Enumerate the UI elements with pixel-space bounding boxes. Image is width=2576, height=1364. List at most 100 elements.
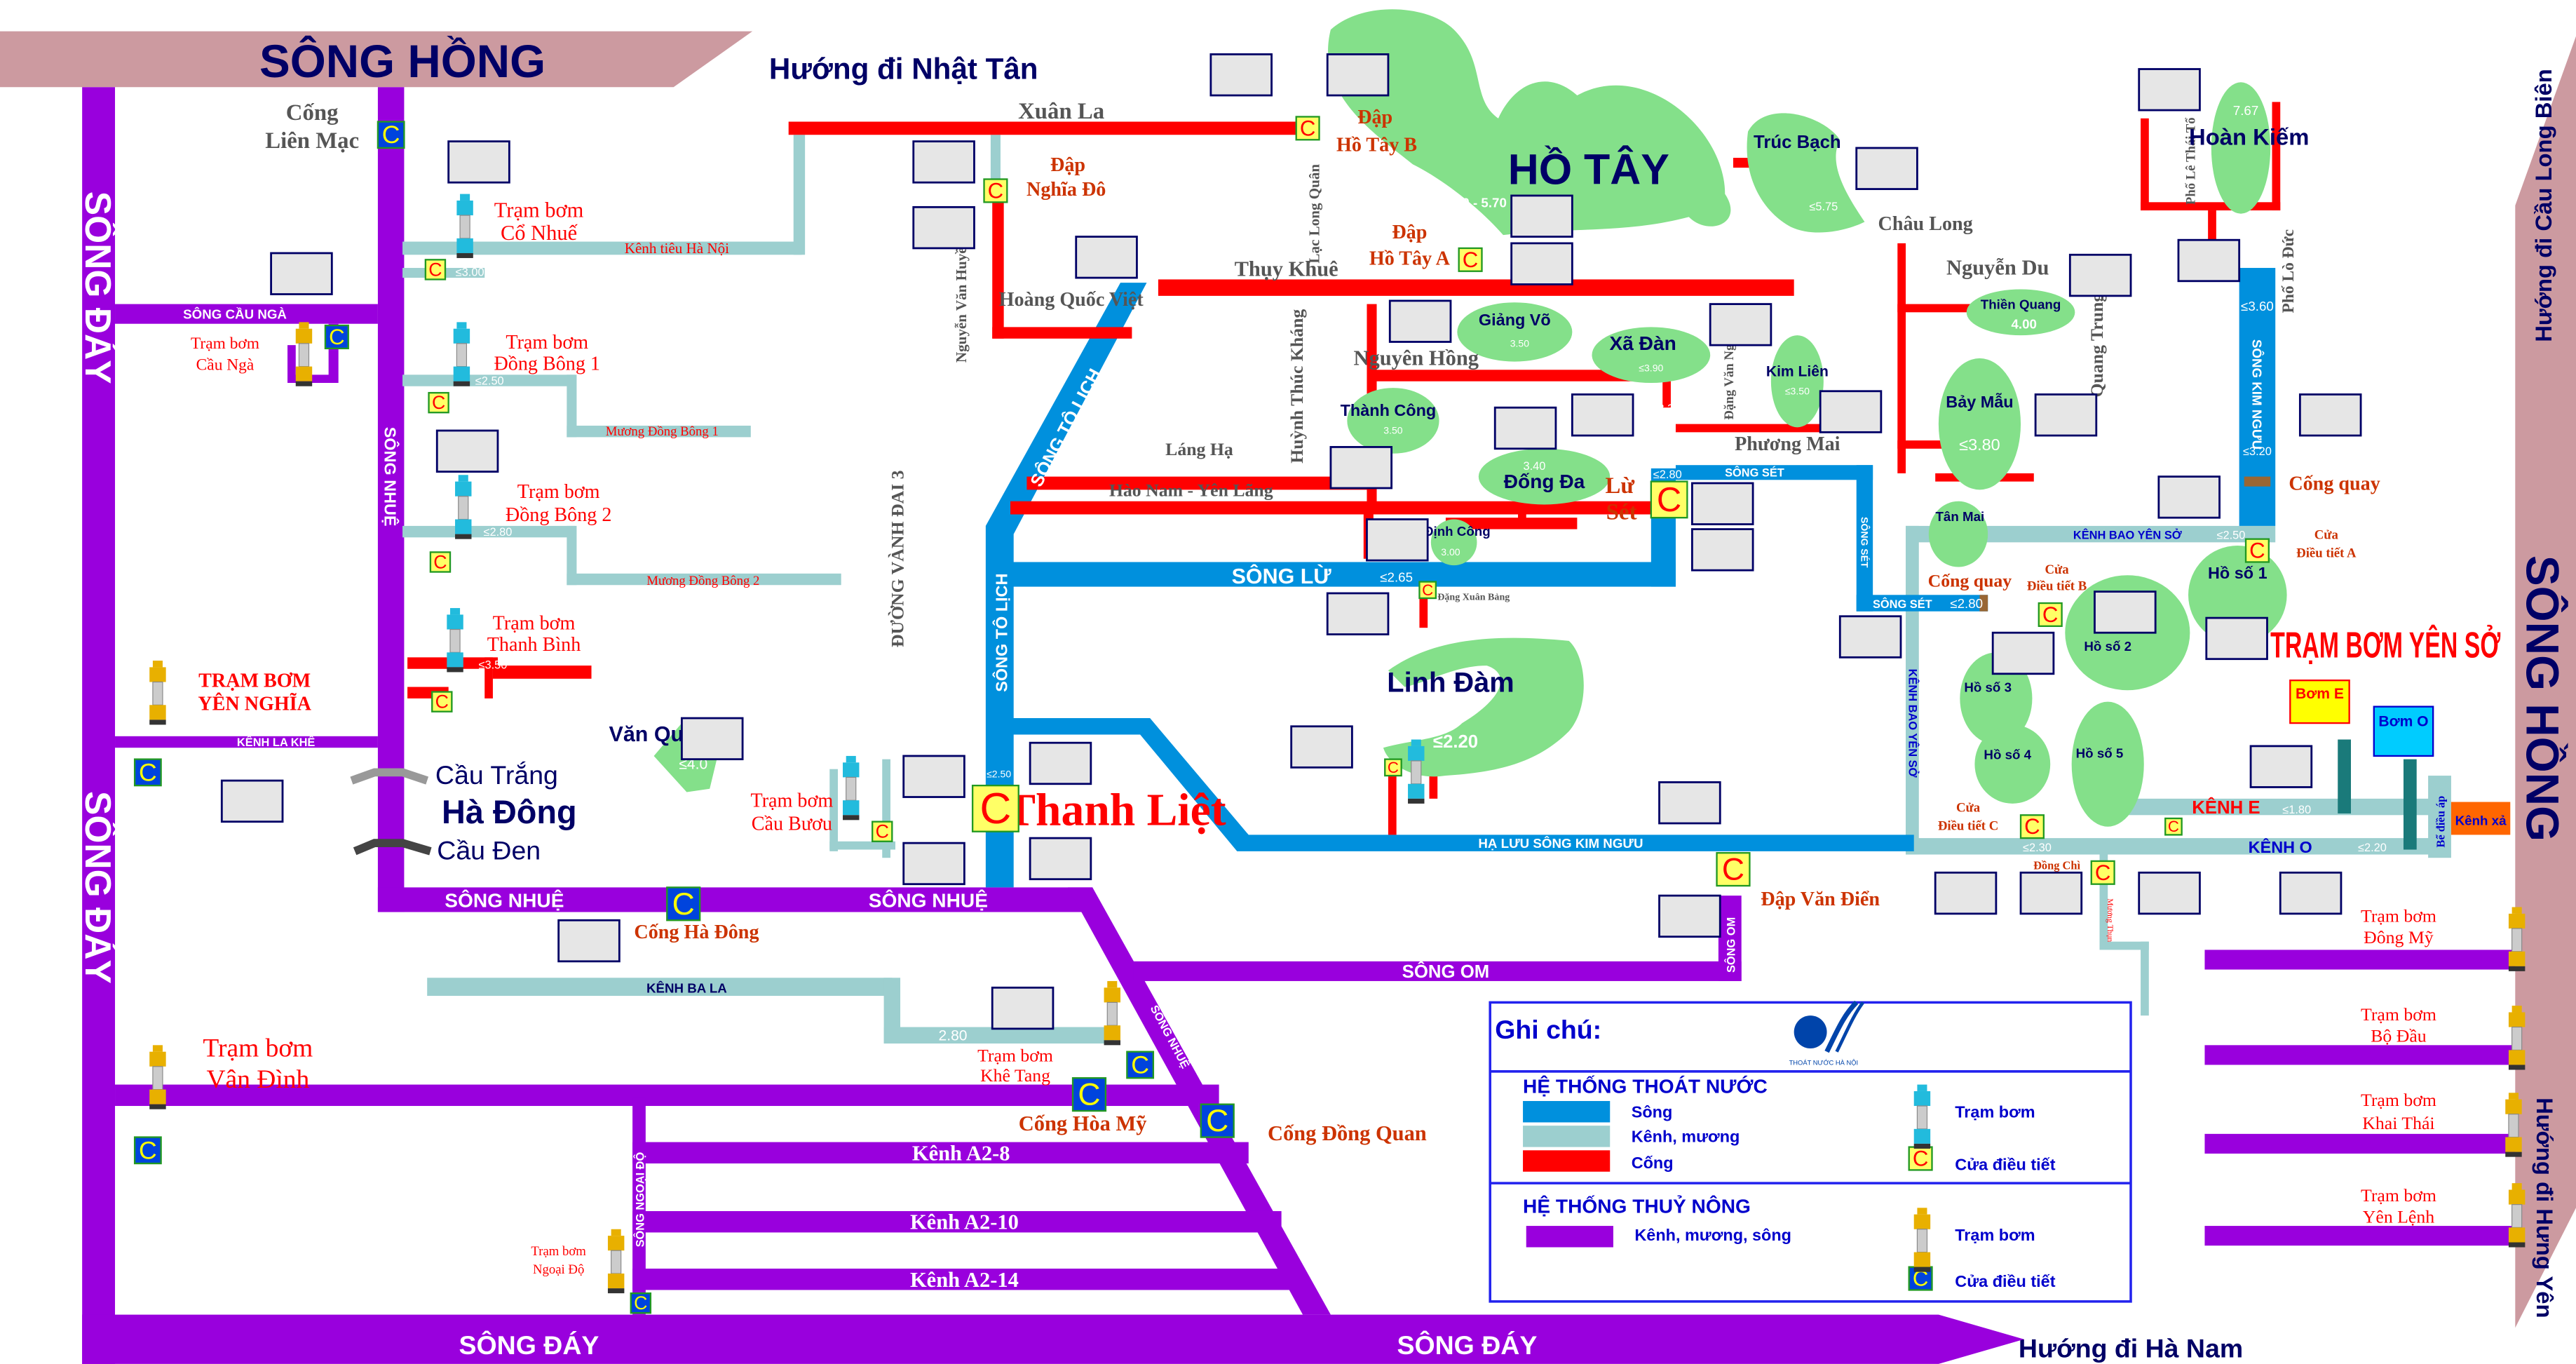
drainage-pump-icon[interactable] bbox=[447, 608, 463, 673]
drainage-gate-icon[interactable]: C bbox=[431, 691, 453, 713]
lake-label-hoan-kiem: Hoàn Kiếm bbox=[2189, 123, 2309, 149]
drainage-pump-icon[interactable] bbox=[455, 475, 472, 539]
tb-dong-bong1-1: Trạm bơm bbox=[506, 332, 588, 353]
drainage-gate-icon[interactable]: C bbox=[2244, 538, 2270, 563]
info-box-placeholder bbox=[1029, 741, 1092, 785]
gate-letter: C bbox=[1422, 581, 1433, 599]
tb-dong-my-1: Trạm bơm bbox=[2361, 906, 2436, 926]
irrigation-pump-icon[interactable] bbox=[295, 322, 313, 386]
label-song-om: SÔNG OM bbox=[1402, 961, 1490, 982]
lake-dinh-cong bbox=[1430, 519, 1477, 566]
irrigation-gate-icon[interactable]: C bbox=[630, 1292, 652, 1314]
drainage-gate-icon[interactable]: C bbox=[1384, 758, 1402, 777]
bom-e-box bbox=[2289, 679, 2350, 724]
legend-swatch-canal bbox=[1523, 1126, 1611, 1147]
drainage-pump-icon[interactable] bbox=[843, 755, 860, 821]
lake-xa-dan bbox=[1592, 327, 1711, 384]
gate-letter: C bbox=[2042, 602, 2059, 627]
drainage-gate-icon[interactable]: C bbox=[1458, 247, 1483, 272]
drainage-gate-icon[interactable]: C bbox=[2019, 814, 2045, 839]
irrigation-gate-icon[interactable]: C bbox=[324, 324, 349, 350]
label-song-nhue-1: SÔNG NHUỆ bbox=[445, 889, 564, 912]
tb-yen-nghia-2: YÊN NGHĨA bbox=[198, 693, 311, 715]
lake-label-bay-mau: Bảy Mẫu bbox=[1946, 392, 2013, 411]
irrigation-gate-icon[interactable]: C bbox=[1200, 1103, 1235, 1138]
irrigation-pump-icon[interactable] bbox=[1104, 980, 1121, 1046]
info-boxes bbox=[220, 53, 2362, 1030]
tb-thanh-binh-2: Thanh Bình bbox=[487, 634, 581, 656]
irrigation-pump-icon[interactable] bbox=[2508, 1006, 2526, 1070]
lake-thanh-cong bbox=[1347, 388, 1439, 454]
bom-e-label: Bơm E bbox=[2296, 686, 2344, 702]
label-muong-dong-bong-1: Mương Đồng Bông 1 bbox=[606, 424, 719, 439]
irrigation-pump-icon[interactable] bbox=[149, 1045, 166, 1109]
drainage-pump-icon[interactable] bbox=[456, 194, 473, 258]
legend-irrigation-channel: Kênh, mương, sông bbox=[1634, 1226, 1791, 1244]
drainage-gate-icon[interactable]: C bbox=[424, 259, 447, 281]
drainage-pump-icon[interactable] bbox=[1913, 1084, 1931, 1149]
info-box-placeholder bbox=[2034, 393, 2098, 437]
info-box-placeholder bbox=[447, 140, 510, 184]
drainage-gate-icon[interactable]: C bbox=[428, 391, 449, 414]
legend-swatch-irrigation bbox=[1526, 1226, 1613, 1248]
irrigation-gate-icon[interactable]: C bbox=[133, 758, 162, 786]
irrigation-gate-icon[interactable]: C bbox=[666, 886, 701, 921]
cong-quay-2: Cống quay bbox=[1928, 571, 2012, 591]
legend-title: Ghi chú: bbox=[1495, 1015, 1601, 1044]
dap-ho-tay-a-1: Đập bbox=[1392, 222, 1427, 243]
dap-ho-tay-a-2: Hồ Tây A bbox=[1369, 248, 1451, 269]
info-box-placeholder bbox=[1290, 725, 1353, 769]
bom-o-label: Bơm O bbox=[2378, 714, 2428, 730]
irrigation-pump-icon[interactable] bbox=[2508, 1183, 2526, 1248]
legend-drainage-gate: Cửa điều tiết bbox=[1955, 1155, 2055, 1173]
drainage-gate-icon[interactable]: C bbox=[1716, 852, 1751, 887]
drainage-gate-icon[interactable]: C bbox=[2038, 602, 2063, 628]
drainage-gate-icon[interactable]: C bbox=[1295, 116, 1320, 141]
irrigation-pump-icon[interactable] bbox=[607, 1229, 625, 1294]
info-box-placeholder bbox=[1075, 236, 1138, 279]
info-box-placeholder bbox=[1510, 194, 1573, 238]
gate-letter: C bbox=[2024, 814, 2040, 839]
irrigation-pump-icon[interactable] bbox=[1913, 1208, 1931, 1272]
drainage-gate-icon[interactable]: C bbox=[1650, 480, 1688, 519]
drainage-gate-icon[interactable]: C bbox=[983, 178, 1008, 203]
song-set-valve bbox=[1979, 595, 1988, 612]
street-dang-xuan-bang: Đặng Xuân Bảng bbox=[1437, 591, 1510, 602]
level-song-set: ≤2.80 bbox=[1950, 596, 1983, 611]
pump-o-shaft bbox=[2403, 759, 2417, 850]
irrigation-gate-icon[interactable]: C bbox=[133, 1136, 162, 1164]
gate-letter: C bbox=[139, 1136, 157, 1164]
info-box-placeholder bbox=[1493, 406, 1557, 450]
info-box-placeholder bbox=[1991, 631, 2055, 675]
tb-cau-buou-1: Trạm bơm bbox=[751, 790, 834, 812]
lake-label-dinh-cong: Định Công bbox=[1424, 524, 1491, 539]
label-song-nhue-2: SÔNG NHUỆ bbox=[869, 889, 988, 912]
irrigation-pump-icon[interactable] bbox=[2505, 1093, 2522, 1157]
drainage-gate-icon[interactable]: C bbox=[429, 551, 452, 573]
lake-ho-so-4 bbox=[1974, 724, 2051, 804]
drainage-gate-icon[interactable]: C bbox=[1418, 581, 1437, 600]
level-kim-nguu-1: ≤3.60 bbox=[2241, 299, 2274, 313]
irrigation-gate-icon[interactable]: C bbox=[377, 121, 405, 149]
drainage-gate-icon[interactable]: C bbox=[971, 785, 1019, 833]
logo-text: THOÁT NƯỚC HÀ NỘI bbox=[1789, 1058, 1859, 1066]
drainage-pump-icon[interactable] bbox=[453, 322, 470, 386]
drainage-pump-icon[interactable] bbox=[1408, 739, 1425, 804]
drainage-gate-icon[interactable]: C bbox=[872, 821, 893, 842]
street-le-thai-to: Phố Lê Thái Tổ bbox=[2183, 117, 2198, 205]
irrigation-pump-icon[interactable] bbox=[149, 661, 166, 725]
info-box-placeholder bbox=[1326, 53, 1390, 97]
irrigation-gate-icon[interactable]: C bbox=[1071, 1077, 1107, 1112]
gate-letter: C bbox=[876, 821, 889, 842]
irrigation-gate-icon[interactable]: C bbox=[1126, 1051, 1155, 1079]
drainage-gate-icon[interactable]: C bbox=[1908, 1146, 1933, 1171]
cong-quay-1: Cống quay bbox=[2289, 473, 2380, 494]
drainage-gate-icon[interactable]: C bbox=[2090, 860, 2115, 885]
label-song-set-bottom: SÔNG SÉT bbox=[1873, 597, 1932, 611]
label-song-day-left-top: SÔNG ĐÁY bbox=[78, 191, 118, 384]
info-box-placeholder bbox=[902, 842, 965, 886]
lake-level-bay-mau: ≤3.80 bbox=[1959, 435, 2000, 454]
info-box-placeholder bbox=[2138, 68, 2201, 112]
drainage-gate-icon[interactable]: C bbox=[2164, 817, 2183, 836]
irrigation-pump-icon[interactable] bbox=[2508, 907, 2526, 971]
